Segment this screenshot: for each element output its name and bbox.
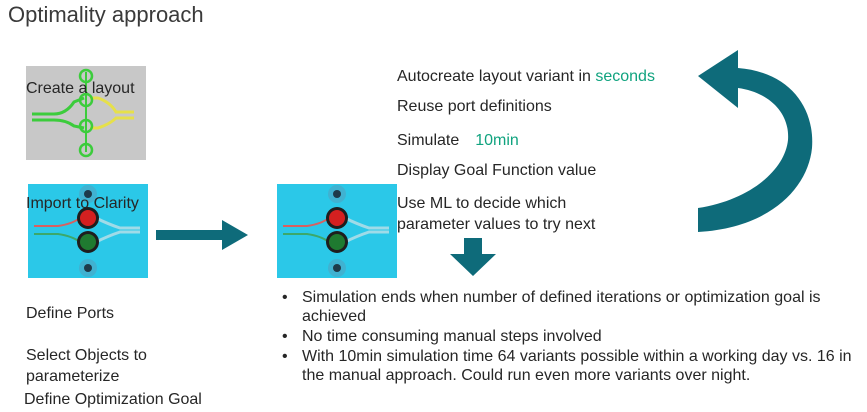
step-select-objects-line2: parameterize xyxy=(26,368,120,385)
bullet-item: No time consuming manual steps involved xyxy=(282,327,862,346)
step-use-ml-line2: parameter values to try next xyxy=(397,216,596,233)
step-autocreate-text: Autocreate layout variant in xyxy=(397,68,596,85)
step-define-ports: Define Ports xyxy=(26,305,115,322)
clarity-thumbnail-2 xyxy=(277,184,397,278)
right-arrow-icon xyxy=(156,220,248,250)
step-simulate-text: Simulate xyxy=(397,132,460,149)
step-display-goal: Display Goal Function value xyxy=(397,162,597,179)
clarity-simulation-image xyxy=(277,184,397,278)
step-simulate: Simulate 10min xyxy=(397,132,519,150)
result-bullet-list: Simulation ends when number of defined i… xyxy=(282,288,862,386)
clarity-thumbnail-1 xyxy=(28,184,148,278)
step-autocreate-accent: seconds xyxy=(595,68,655,85)
step-create-layout: Create a layout xyxy=(26,80,135,97)
step-import-clarity: Import to Clarity xyxy=(26,195,139,212)
step-simulate-accent: 10min xyxy=(475,132,519,149)
bullet-item: With 10min simulation time 64 variants p… xyxy=(282,347,862,385)
slide-title: Optimality approach xyxy=(8,2,204,27)
step-use-ml-line1: Use ML to decide which xyxy=(397,195,567,212)
step-reuse-ports: Reuse port definitions xyxy=(397,98,552,115)
down-arrow-icon xyxy=(450,238,496,276)
step-autocreate: Autocreate layout variant in seconds xyxy=(397,68,655,86)
layout-thumbnail xyxy=(26,66,146,160)
step-select-objects-line1: Select Objects to xyxy=(26,347,147,364)
layout-schematic-image xyxy=(26,66,146,160)
bullet-item: Simulation ends when number of defined i… xyxy=(282,288,862,326)
step-define-goal: Define Optimization Goal xyxy=(24,391,202,408)
loop-arrow-icon xyxy=(690,50,820,235)
clarity-simulation-image xyxy=(28,184,148,278)
